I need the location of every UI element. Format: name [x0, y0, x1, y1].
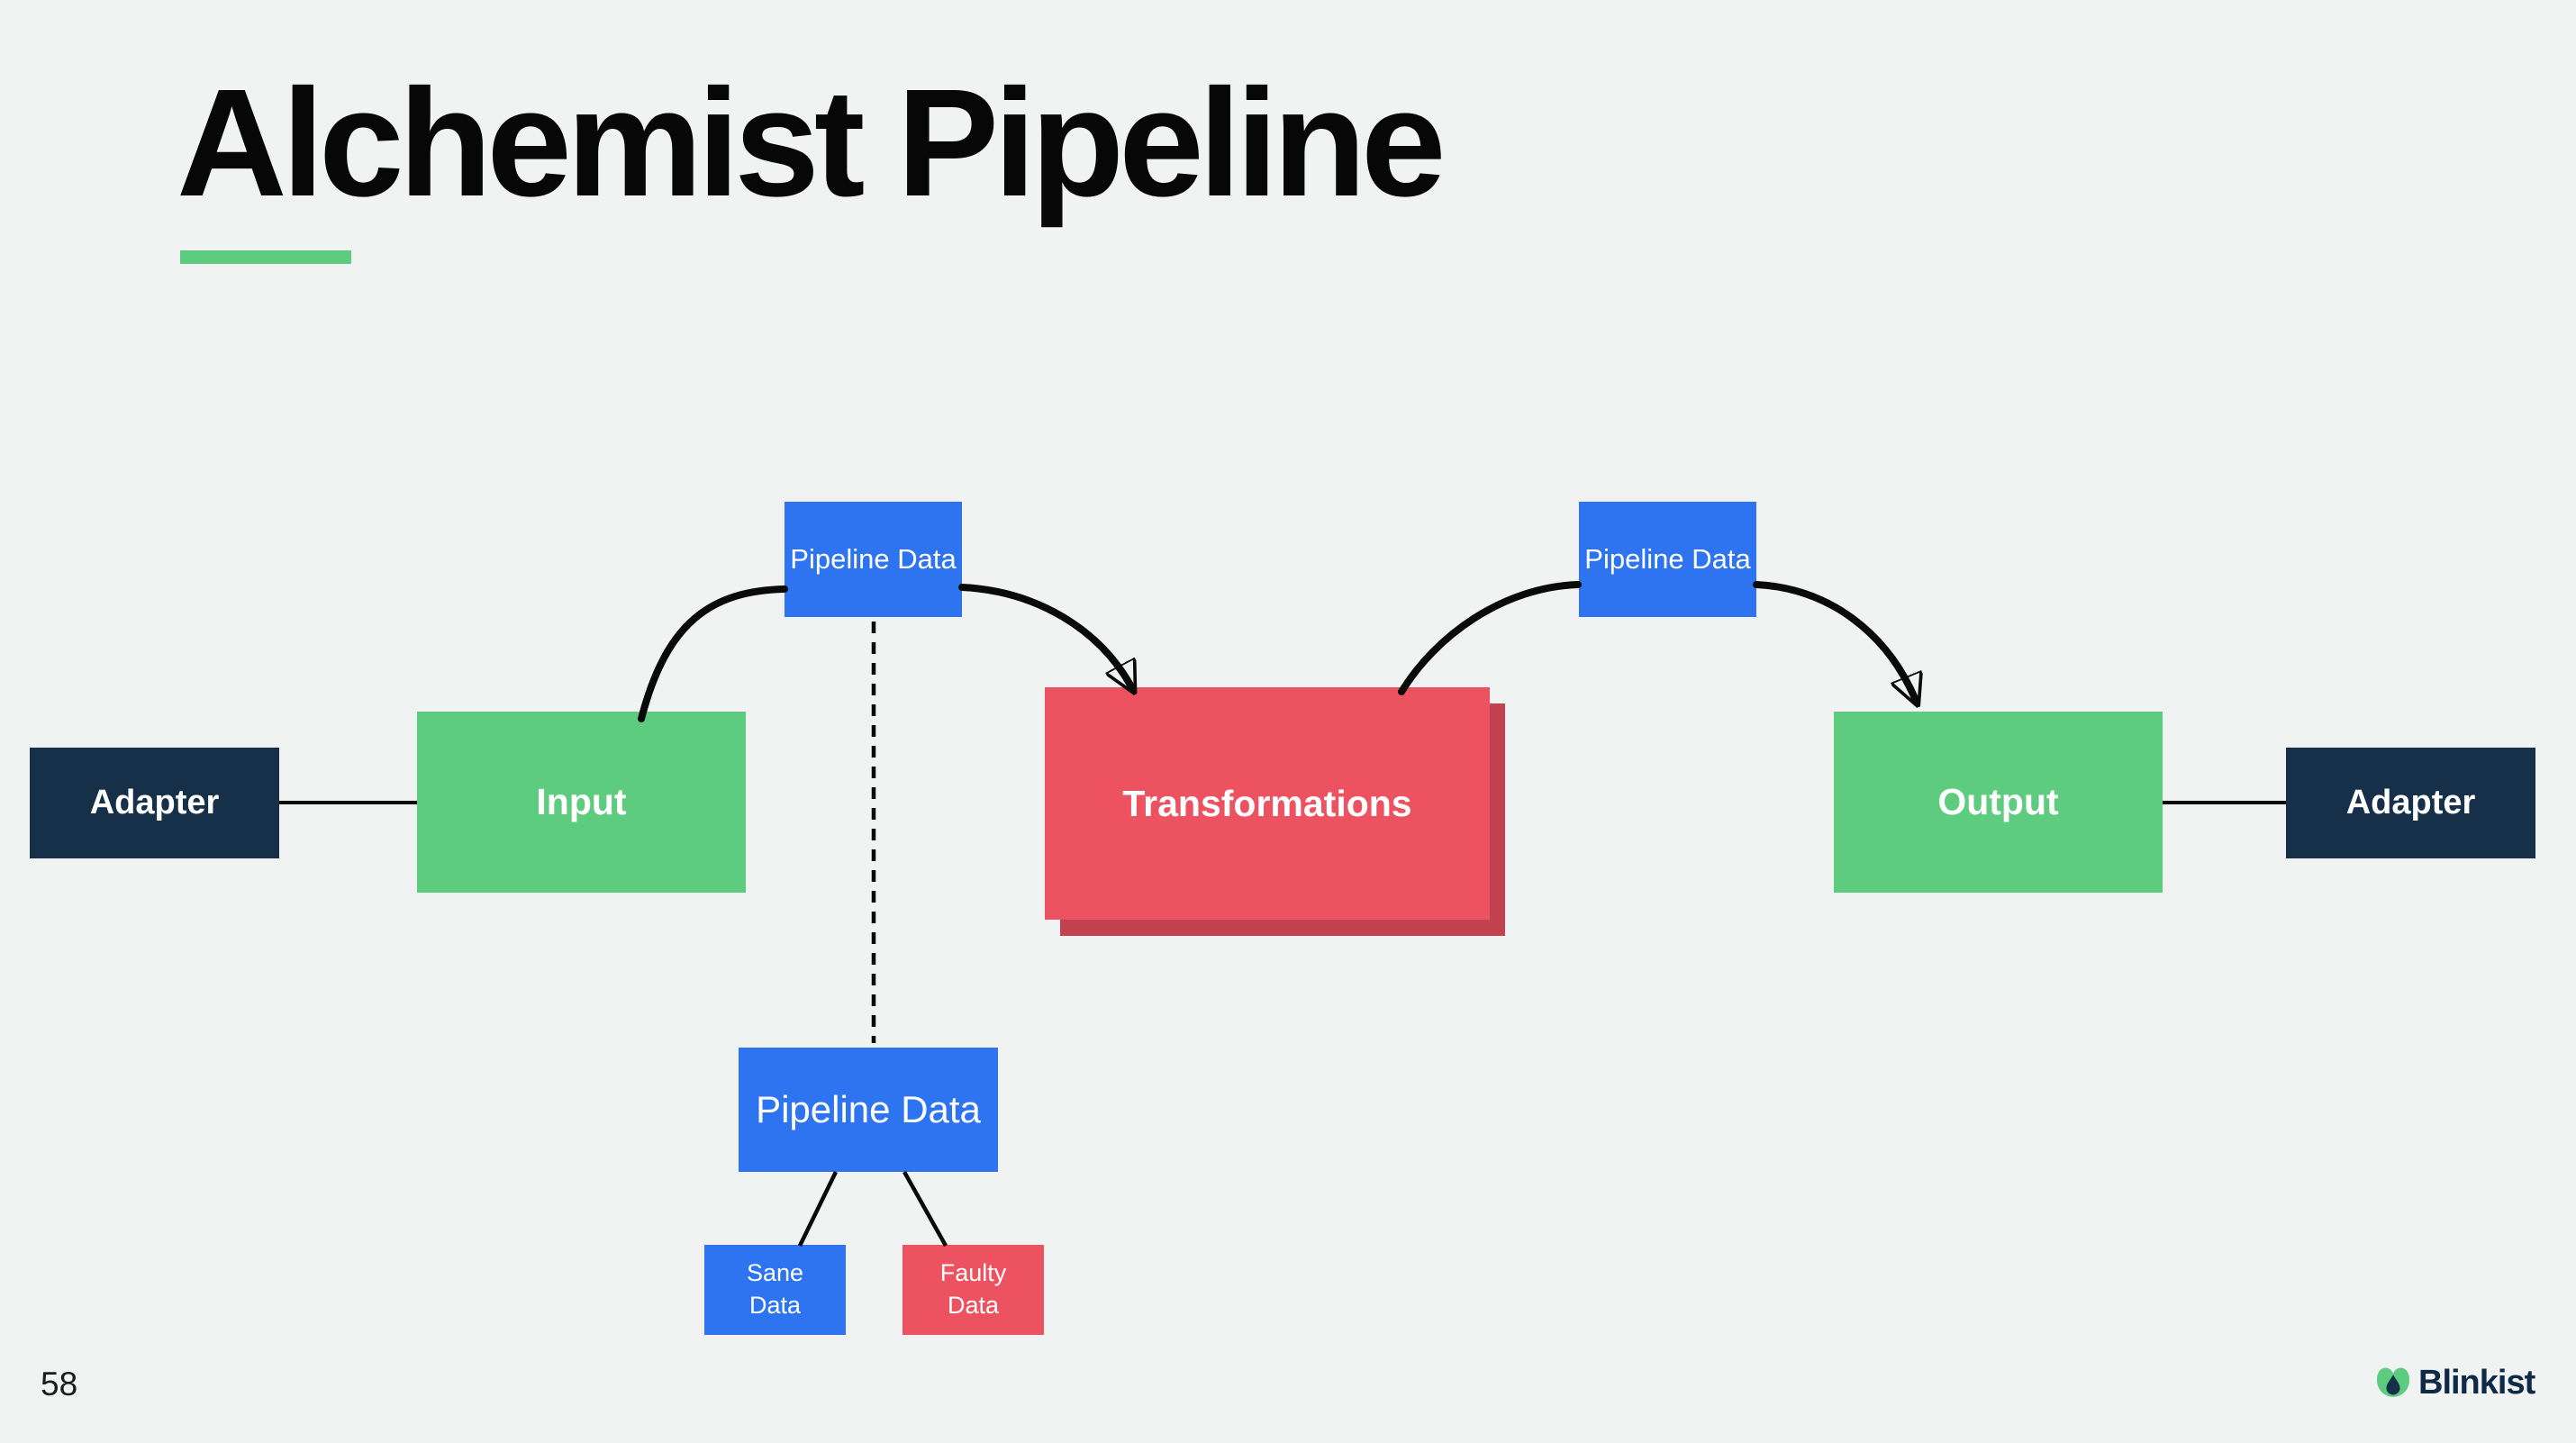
node-transformations: Transformations — [1045, 687, 1490, 920]
node-label: Adapter — [2345, 784, 2476, 821]
edge-pipeline-data-to-faulty-data — [903, 1170, 948, 1248]
node-label: Input — [536, 781, 627, 822]
node-adapter-right: Adapter — [2286, 748, 2535, 858]
node-label: Adapter — [89, 784, 220, 821]
edge-pipeline-data-to-output — [1753, 581, 1917, 703]
node-label: Pipeline Data — [1584, 543, 1751, 575]
brand-logo: Blinkist — [2376, 1366, 2535, 1400]
edge-pipeline-data-to-transformations — [958, 584, 1133, 690]
node-label: Transformations — [1122, 782, 1412, 824]
node-pipeline-data-top-right: Pipeline Data — [1579, 502, 1756, 617]
node-pipeline-data-bottom: Pipeline Data — [739, 1048, 998, 1172]
node-adapter-left: Adapter — [30, 748, 279, 858]
blinkist-blossom-icon — [2376, 1367, 2410, 1397]
brand-name: Blinkist — [2418, 1364, 2535, 1402]
edge-input-to-pipeline-data — [638, 585, 788, 722]
node-label: Output — [1937, 781, 2059, 822]
page-title: Alchemist Pipeline — [177, 58, 1447, 229]
node-label: Pipeline Data — [790, 543, 957, 575]
edge-transformations-to-pipeline-data — [1398, 581, 1582, 695]
title-underline — [180, 250, 351, 264]
node-output: Output — [1834, 712, 2163, 893]
page-number: 58 — [41, 1366, 78, 1402]
node-label: Pipeline Data — [756, 1088, 981, 1130]
node-pipeline-data-top-left: Pipeline Data — [785, 502, 962, 617]
edge-pipeline-data-to-sane-data — [797, 1171, 839, 1247]
node-input: Input — [417, 712, 746, 893]
